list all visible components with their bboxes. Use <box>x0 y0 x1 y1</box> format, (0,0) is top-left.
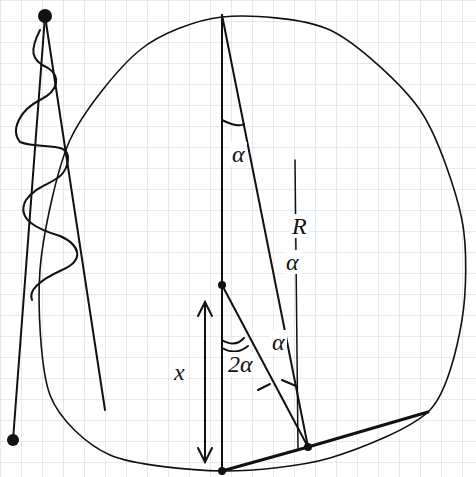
angle-label: α <box>284 250 301 274</box>
bottom-point <box>218 467 226 475</box>
angle-tick <box>282 380 296 386</box>
vertical-line <box>295 160 298 448</box>
dimension-line <box>204 302 206 462</box>
vertical-axis <box>221 15 223 472</box>
angle-label: α <box>270 330 287 354</box>
center-point <box>218 281 226 289</box>
angle-label: α <box>230 142 247 166</box>
chord <box>222 15 308 447</box>
contact-point <box>304 443 312 451</box>
arrow-head <box>198 302 212 316</box>
angle-tick <box>258 384 270 390</box>
radius-label: R <box>290 214 309 238</box>
tower-base-dot <box>7 434 19 446</box>
tower-top-dot <box>38 9 52 23</box>
angle-arc <box>222 346 248 352</box>
sphere-outline <box>39 16 466 471</box>
angle-label: 2α <box>226 352 255 376</box>
arrow-head <box>198 448 212 462</box>
radius-line <box>222 285 308 447</box>
angle-arc <box>222 338 244 344</box>
distance-label: x <box>172 360 187 384</box>
spiral <box>16 30 77 300</box>
sphere-outline <box>39 16 466 471</box>
angle-arc <box>222 120 244 125</box>
ground-line <box>222 412 428 471</box>
